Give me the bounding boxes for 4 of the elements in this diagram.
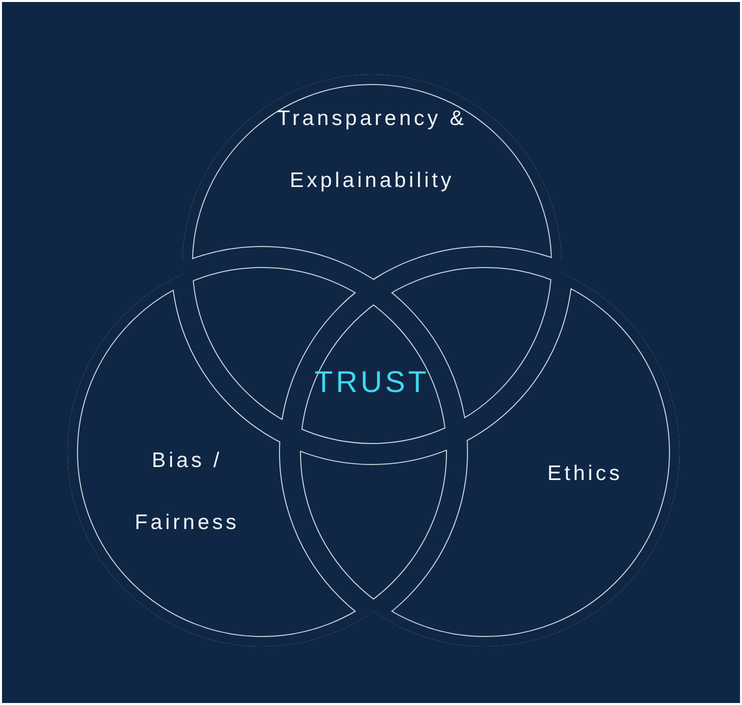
circle-label: Transparency & Explainability	[242, 88, 502, 212]
center-label: TRUST	[272, 365, 472, 401]
circle-label: Bias / Fairness	[112, 430, 262, 554]
circle-label: Ethics	[515, 459, 655, 489]
